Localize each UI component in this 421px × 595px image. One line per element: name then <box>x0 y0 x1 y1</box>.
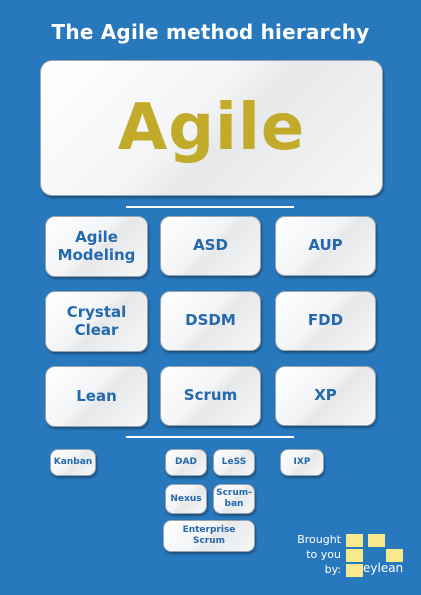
scrumban-card: Scrum- ban <box>213 484 255 514</box>
lean-card: Lean <box>45 366 148 427</box>
scrum-card: Scrum <box>160 366 261 426</box>
bottom-divider <box>126 436 294 438</box>
to-you-line: to you <box>306 548 341 561</box>
logo-square <box>346 549 363 562</box>
agile-modeling-card: Agile Modeling <box>45 216 148 277</box>
asd-card: ASD <box>160 216 261 276</box>
logo-square <box>346 534 363 547</box>
kanban-card: Kanban <box>50 449 96 476</box>
agile-card: Agile <box>40 60 383 196</box>
enterprise-scrum-card: Enterprise Scrum <box>163 520 255 552</box>
dsdm-card: DSDM <box>160 291 261 351</box>
brought-line: Brought <box>297 533 341 546</box>
aup-card: AUP <box>275 216 376 276</box>
agile-modeling-label: Agile Modeling <box>57 228 136 264</box>
logo-square <box>386 549 403 562</box>
crystal-clear-label: Crystal Clear <box>66 303 127 339</box>
page-title: The Agile method hierarchy <box>51 20 370 44</box>
logo-square <box>346 564 363 577</box>
enterprise-scrum-label-line1: Enterprise <box>182 525 236 536</box>
eylean-logo-text: eylean <box>363 561 404 575</box>
crystal-clear-card: Crystal Clear <box>45 291 148 352</box>
top-divider <box>126 206 294 208</box>
xp-card: XP <box>275 366 376 426</box>
nexus-card: Nexus <box>165 484 207 514</box>
dad-card: DAD <box>165 449 207 476</box>
ixp-card: IXP <box>280 449 324 476</box>
scrumban-label-line1: Scrum- <box>216 488 252 499</box>
logo-square <box>368 534 385 547</box>
less-card: LeSS <box>213 449 255 476</box>
brought-to-you-text: Brought to you by: <box>297 532 341 577</box>
fdd-card: FDD <box>275 291 376 351</box>
by-line: by: <box>324 563 341 576</box>
scrumban-label-line2: ban <box>224 499 244 509</box>
enterprise-scrum-label-line2: Scrum <box>192 536 226 546</box>
